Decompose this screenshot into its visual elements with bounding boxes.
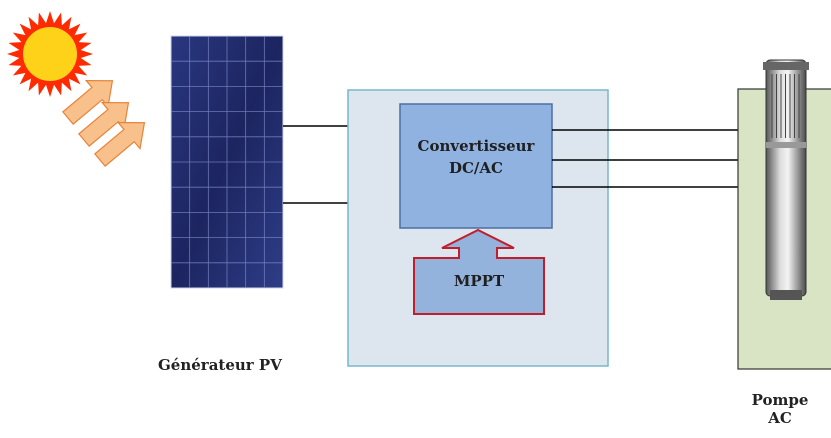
sun-icon	[7, 11, 93, 97]
solar-panel-image	[170, 35, 284, 289]
submersible-pump-image	[763, 59, 809, 300]
mppt-label: MPPT	[453, 272, 505, 290]
pump-label: Pompe AC	[735, 391, 825, 427]
light-arrow	[78, 101, 130, 147]
light-arrow	[62, 79, 114, 125]
pump-label-line1: Pompe	[751, 391, 809, 409]
converter-label-line1: Convertisseur	[417, 137, 535, 155]
mppt-block	[413, 228, 545, 315]
converter-box	[399, 103, 553, 229]
converter-label: Convertisseur DC/AC	[400, 135, 552, 179]
converter-label-line2: DC/AC	[448, 159, 503, 177]
pump-label-line2: AC	[768, 409, 792, 427]
generator-label: Générateur PV	[158, 356, 282, 374]
light-ray-arrows-icon	[62, 79, 146, 167]
ac-wires	[552, 129, 738, 188]
light-arrow	[94, 121, 146, 167]
